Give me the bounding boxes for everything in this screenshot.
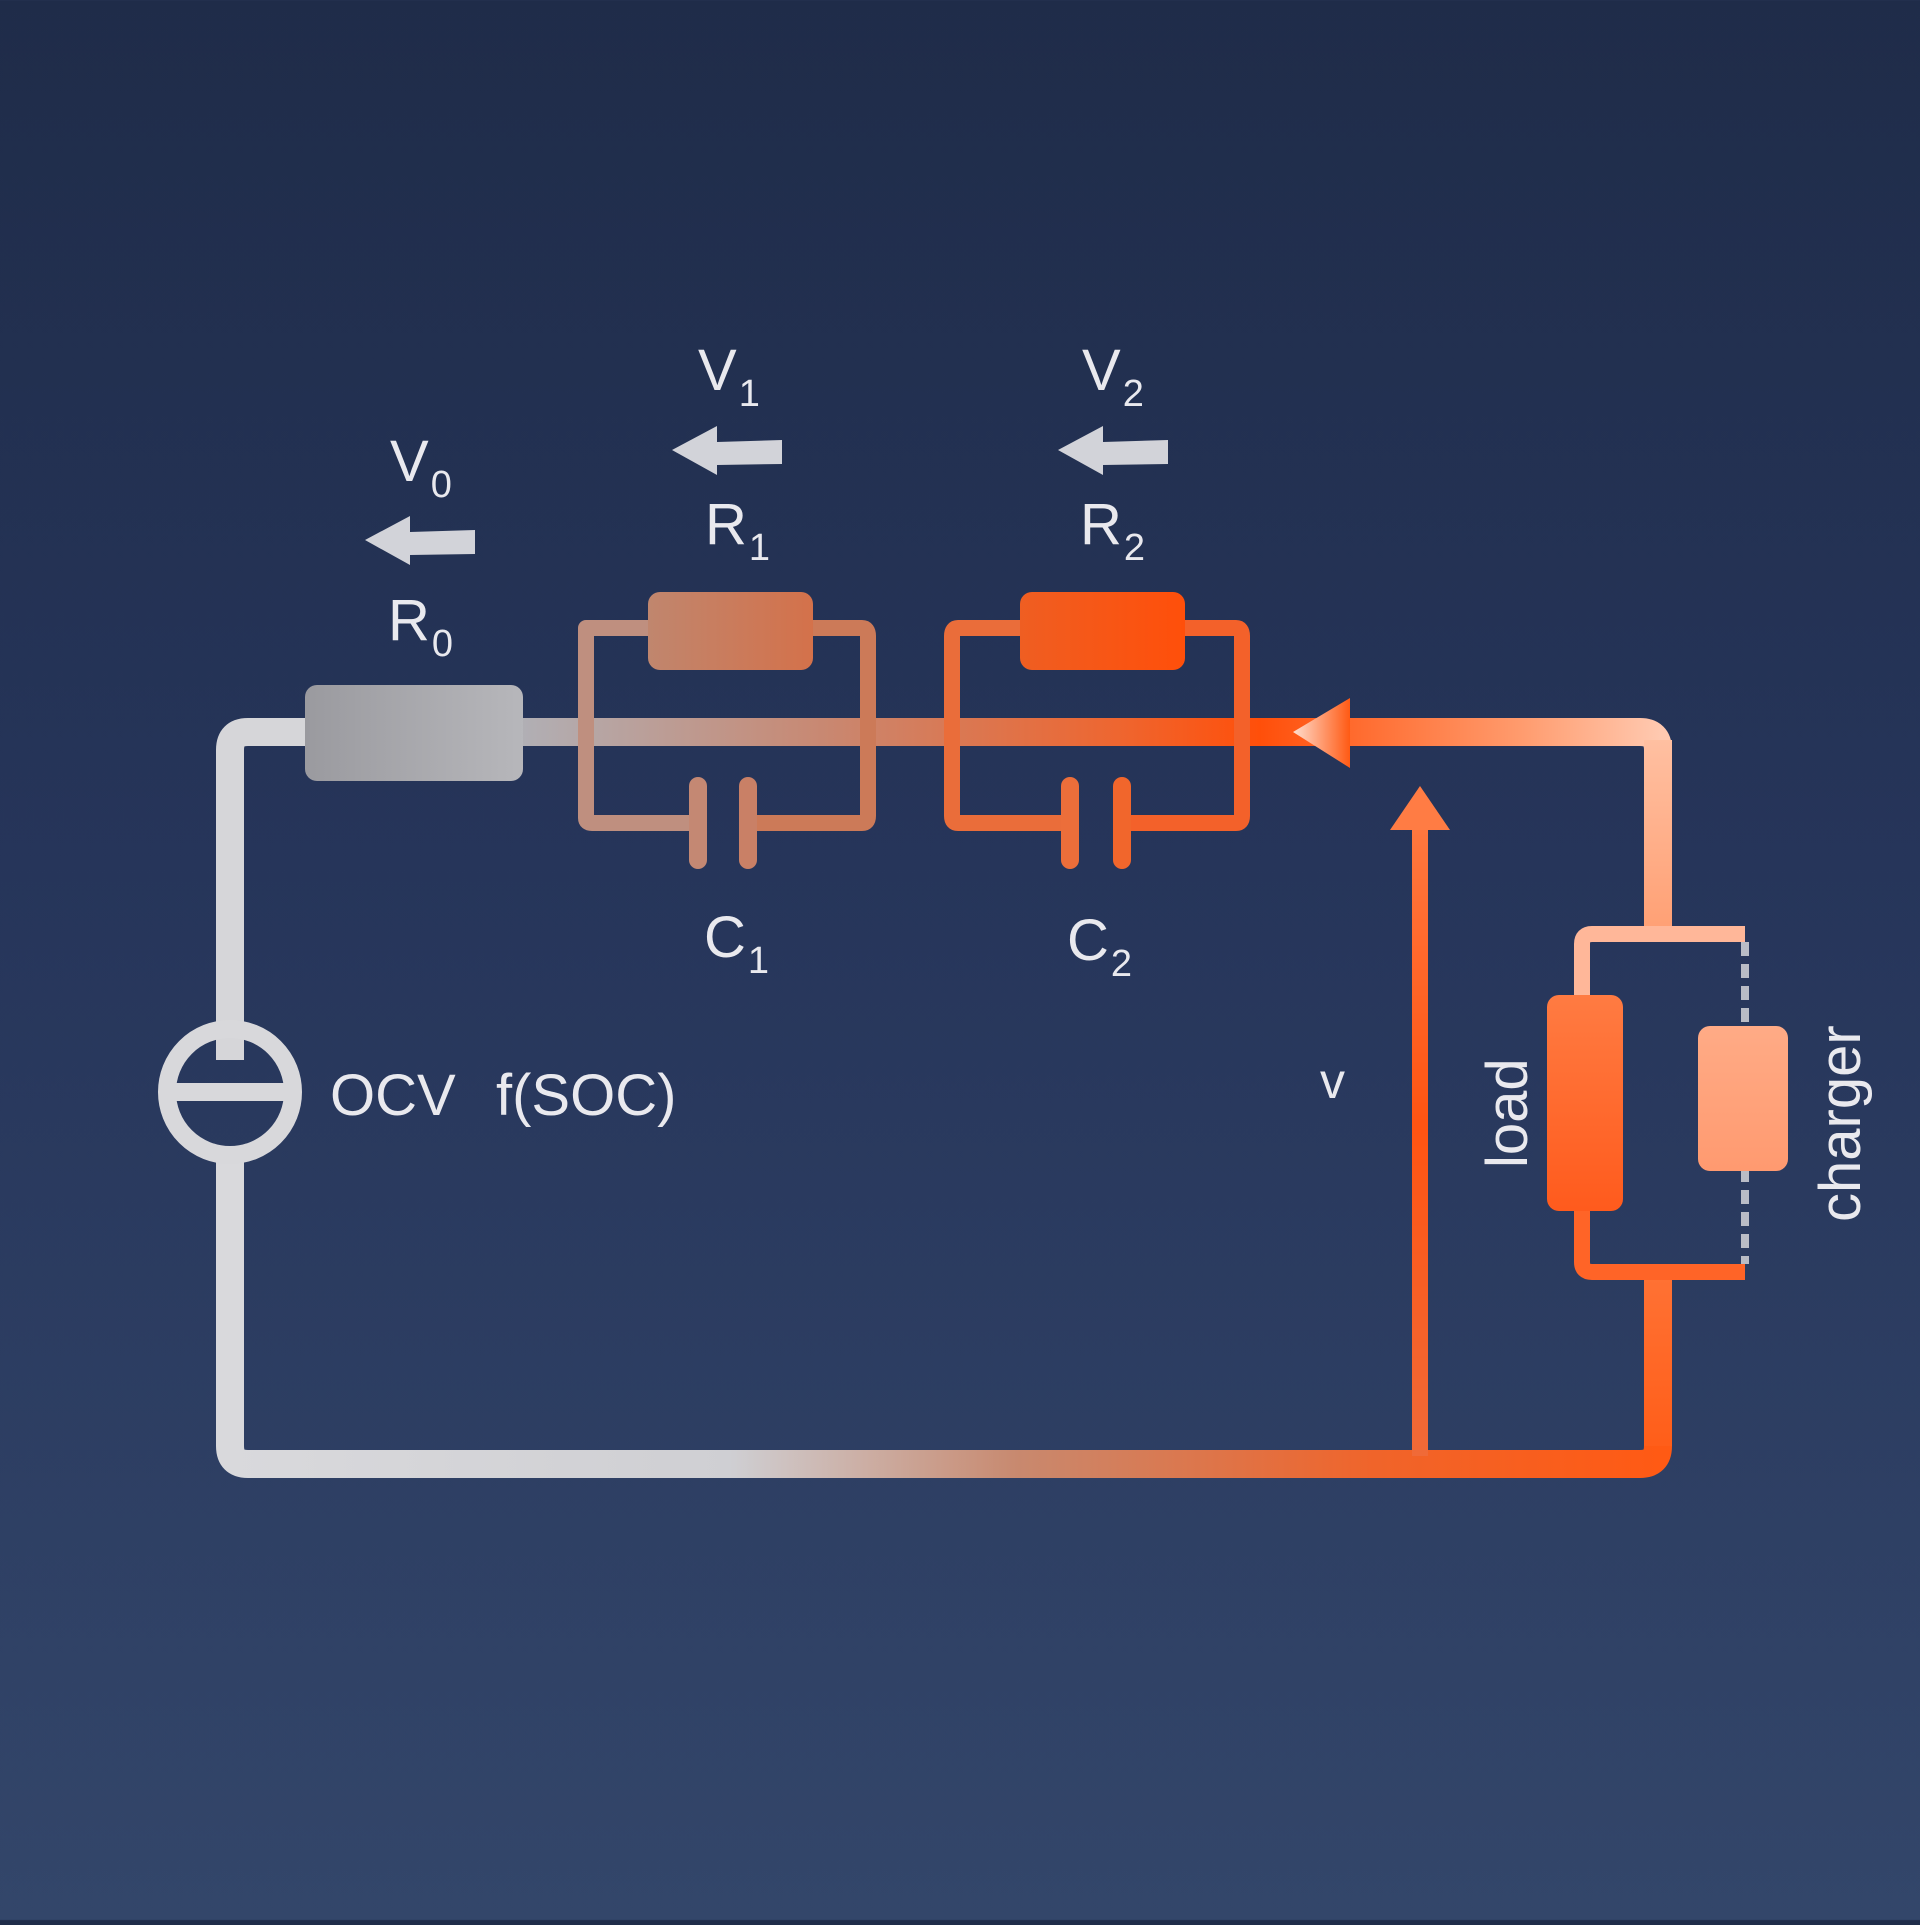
label-load: load [1475, 1058, 1540, 1168]
rc1-frame-right [756, 620, 876, 831]
resistor-r2-icon [1020, 592, 1185, 670]
label-v1: V1 [698, 338, 760, 415]
label-charger: charger [1808, 1025, 1873, 1222]
left-wire [216, 718, 312, 1060]
rc2-frame-right [1128, 620, 1250, 831]
branch-top-wire [1574, 926, 1745, 1000]
rc-block-1 [578, 592, 876, 869]
resistor-r0-icon [305, 685, 523, 781]
label-fsoc: f(SOC) [496, 1063, 676, 1128]
label-r0: R0 [388, 588, 453, 665]
label-v2: V2 [1082, 338, 1144, 415]
current-arrow-icon [1293, 698, 1350, 768]
resistor-r1-icon [648, 592, 813, 670]
label-v: v [1320, 1053, 1345, 1109]
label-r2: R2 [1080, 492, 1145, 569]
label-v0: V0 [390, 429, 452, 506]
voltage-source-icon [158, 1020, 302, 1164]
label-c2: C2 [1067, 908, 1132, 985]
rc2-frame [944, 620, 1062, 831]
rc-block-2 [944, 592, 1250, 869]
load-charger-branch [1547, 926, 1788, 1280]
label-ocv: OCV [330, 1063, 456, 1128]
label-c1: C1 [704, 905, 769, 982]
arrow-v1-icon [672, 426, 782, 475]
arrow-v0-icon [365, 516, 475, 565]
bottom-wire [216, 1270, 1672, 1478]
arrow-v2-icon [1058, 426, 1168, 475]
terminal-voltage-arrow-icon [1390, 786, 1450, 1456]
rc1-frame [578, 620, 690, 831]
capacitor-c2-icon [1061, 777, 1131, 869]
branch-bottom-wire [1574, 1210, 1745, 1280]
circuit-wires [216, 718, 1672, 1478]
load-resistor-icon [1547, 995, 1623, 1211]
label-r1: R1 [705, 492, 770, 569]
charger-icon [1698, 1026, 1788, 1171]
capacitor-c1-icon [689, 777, 757, 869]
